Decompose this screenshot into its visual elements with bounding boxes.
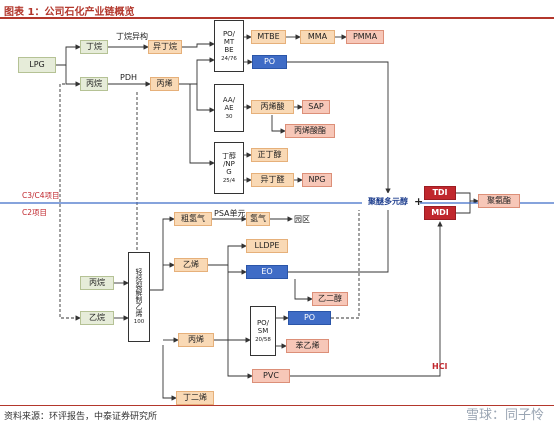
label-hcl: HCl	[432, 362, 448, 371]
node-styrene: 苯乙烯	[286, 339, 329, 353]
unit-po-mtbe-capacity: 24/76	[221, 55, 237, 62]
node-mdi: MDI	[424, 206, 456, 220]
node-po: PO	[252, 55, 287, 69]
node-propylene: 丙烯	[150, 77, 179, 91]
source-note: 资料来源：环评报告，中泰证券研究所	[4, 412, 158, 422]
section-label-c2: C2项目	[22, 208, 48, 217]
node-sap: SAP	[302, 100, 330, 114]
node-po-c2: PO	[288, 311, 331, 325]
unit-butanol-npg-label: 丁醇 /NP G	[222, 151, 236, 176]
watermark: 雪球：同子怜	[465, 408, 544, 423]
label-isomerization: 丁烷异构	[116, 32, 148, 41]
unit-po-mtbe: PO/ MT BE 24/76	[214, 20, 244, 72]
node-isobutyraldehyde: 异丁醛	[251, 173, 294, 187]
title-rule	[0, 17, 554, 19]
node-pmma: PMMA	[346, 30, 384, 44]
section-label-c3c4: C3/C4项目	[22, 191, 60, 200]
unit-aa-ae: AA/ AE 30	[214, 84, 244, 132]
unit-butanol-npg-capacity: 25/4	[222, 177, 236, 184]
node-ethylene: 乙烯	[174, 258, 208, 272]
node-acrylate: 丙烯酸酯	[285, 124, 335, 138]
node-isobutane: 异丁烷	[148, 40, 182, 54]
footer-rule	[0, 405, 554, 406]
node-butane: 丁烷	[80, 40, 108, 54]
node-propane: 丙烷	[80, 77, 108, 91]
plus-sign: +	[414, 195, 424, 208]
node-ethane: 乙烷	[80, 311, 114, 325]
label-pdh: PDH	[120, 73, 137, 82]
node-polyether-polyol: 聚醚多元醇	[362, 193, 414, 210]
node-n-butanol: 正丁醇	[251, 148, 288, 162]
unit-po-sm-capacity: 20/58	[255, 336, 271, 343]
label-park: 园区	[294, 215, 310, 224]
label-psa: PSA单元	[214, 209, 246, 218]
unit-aa-ae-label: AA/ AE	[222, 95, 236, 112]
node-butadiene: 丁二烯	[176, 391, 214, 405]
unit-light-hydrocarbon-cracker: 轻烃裂解制乙烯 100	[128, 252, 150, 342]
node-ethylene-glycol: 乙二醇	[312, 292, 348, 306]
node-polyurethane: 聚氨酯	[478, 194, 520, 208]
node-npg: NPG	[302, 173, 332, 187]
node-propylene-c2: 丙烯	[178, 333, 214, 347]
node-lldpe: LLDPE	[246, 239, 288, 253]
node-pvc: PVC	[252, 369, 290, 383]
unit-po-sm-label: PO/ SM	[256, 318, 270, 335]
unit-po-mtbe-label: PO/ MT BE	[222, 29, 236, 54]
unit-po-sm: PO/ SM 20/58	[250, 306, 276, 356]
unit-cracker-capacity: 100	[133, 319, 145, 326]
node-tdi: TDI	[424, 186, 456, 200]
node-acrylic-acid: 丙烯酸	[251, 100, 294, 114]
node-h2: 氢气	[246, 212, 270, 226]
unit-cracker-label: 轻烃裂解制乙烯	[135, 268, 144, 318]
node-mma: MMA	[300, 30, 335, 44]
node-crude-h2: 粗氢气	[174, 212, 212, 226]
node-mtbe: MTBE	[251, 30, 286, 44]
node-propane-feed: 丙烷	[80, 276, 114, 290]
figure-title: 图表 1：公司石化产业链概览	[4, 7, 135, 18]
node-lpg: LPG	[18, 57, 56, 73]
unit-aa-ae-capacity: 30	[225, 113, 233, 120]
node-eo: EO	[246, 265, 288, 279]
unit-butanol-npg: 丁醇 /NP G 25/4	[214, 142, 244, 194]
